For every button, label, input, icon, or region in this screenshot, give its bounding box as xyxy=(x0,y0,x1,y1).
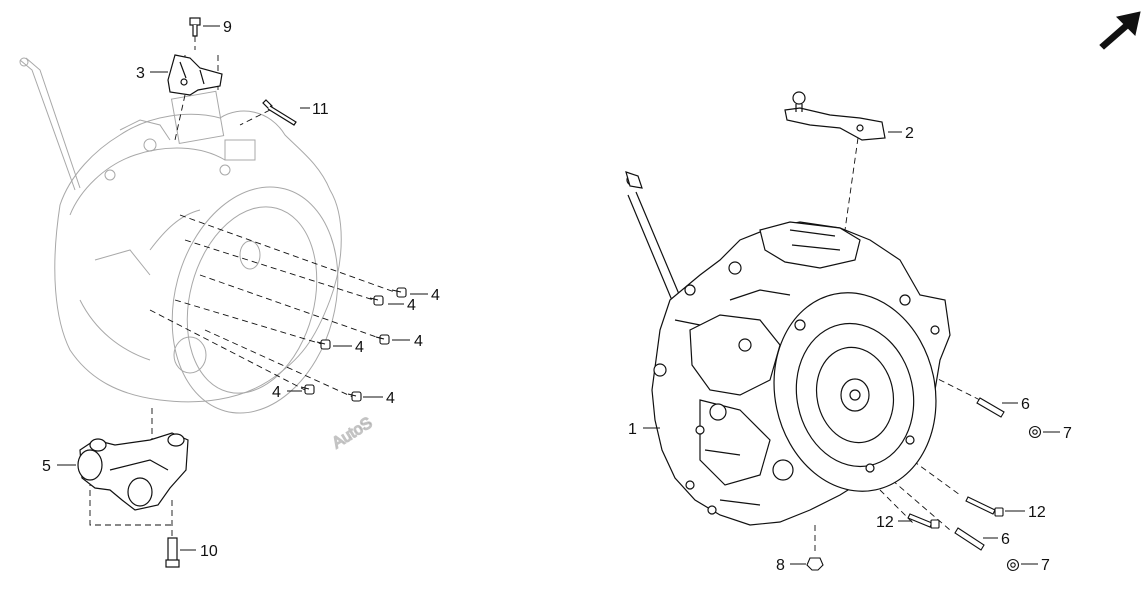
callout-10: 10 xyxy=(200,543,218,560)
lower-bracket-5 xyxy=(77,432,189,511)
callout-4a: 4 xyxy=(431,287,440,304)
callout-6b: 6 xyxy=(1001,531,1010,548)
callout-11: 11 xyxy=(312,101,329,118)
front-direction-arrow-icon xyxy=(1099,11,1141,50)
bolt-10 xyxy=(165,537,180,568)
callout-1: 1 xyxy=(628,421,637,438)
bolts-4-group xyxy=(300,287,407,402)
callout-4c: 4 xyxy=(414,333,423,350)
bolt-11 xyxy=(262,99,297,126)
bolt-12-upper xyxy=(965,496,1004,517)
callout-leaders xyxy=(57,25,1060,565)
stud-6-upper xyxy=(976,397,1005,418)
callout-9: 9 xyxy=(223,19,232,36)
bolt-4-f xyxy=(347,391,362,402)
callout-7b: 7 xyxy=(1041,557,1050,574)
transmission-assembly-1 xyxy=(625,171,951,526)
callout-5: 5 xyxy=(42,458,51,475)
callout-4d: 4 xyxy=(355,339,364,356)
nut-7-lower xyxy=(1006,558,1020,572)
dashed-leader-lines xyxy=(89,36,981,555)
callout-3: 3 xyxy=(136,65,145,82)
callout-4b: 4 xyxy=(407,297,416,314)
watermark-text: AutoS xyxy=(329,415,375,453)
reference-transmission-ghost xyxy=(19,57,342,414)
callout-4f: 4 xyxy=(386,390,395,407)
callout-2: 2 xyxy=(905,125,914,142)
bolt-4-b xyxy=(369,295,384,306)
nut-8 xyxy=(806,557,824,571)
upper-bracket-3 xyxy=(167,54,223,96)
callout-8: 8 xyxy=(776,557,785,574)
bolt-9 xyxy=(189,17,201,37)
bolt-4-c xyxy=(375,334,390,345)
bolt-4-a xyxy=(391,287,407,298)
callout-7a: 7 xyxy=(1063,425,1072,442)
bolt-4-d xyxy=(316,339,331,350)
bolt-12-lower xyxy=(907,513,940,529)
callout-12b: 12 xyxy=(876,514,894,531)
callout-labels: 9 3 11 4 4 4 4 4 4 5 10 2 1 6 7 12 12 6 … xyxy=(42,19,1072,574)
nut-7-upper xyxy=(1028,425,1042,439)
plate-2 xyxy=(784,91,886,141)
bolt-4-e xyxy=(300,384,315,395)
callout-12a: 12 xyxy=(1028,504,1046,521)
callout-6a: 6 xyxy=(1021,396,1030,413)
callout-4e: 4 xyxy=(272,384,281,401)
stud-6-lower xyxy=(954,527,985,551)
watermark: AutoS xyxy=(329,414,376,453)
